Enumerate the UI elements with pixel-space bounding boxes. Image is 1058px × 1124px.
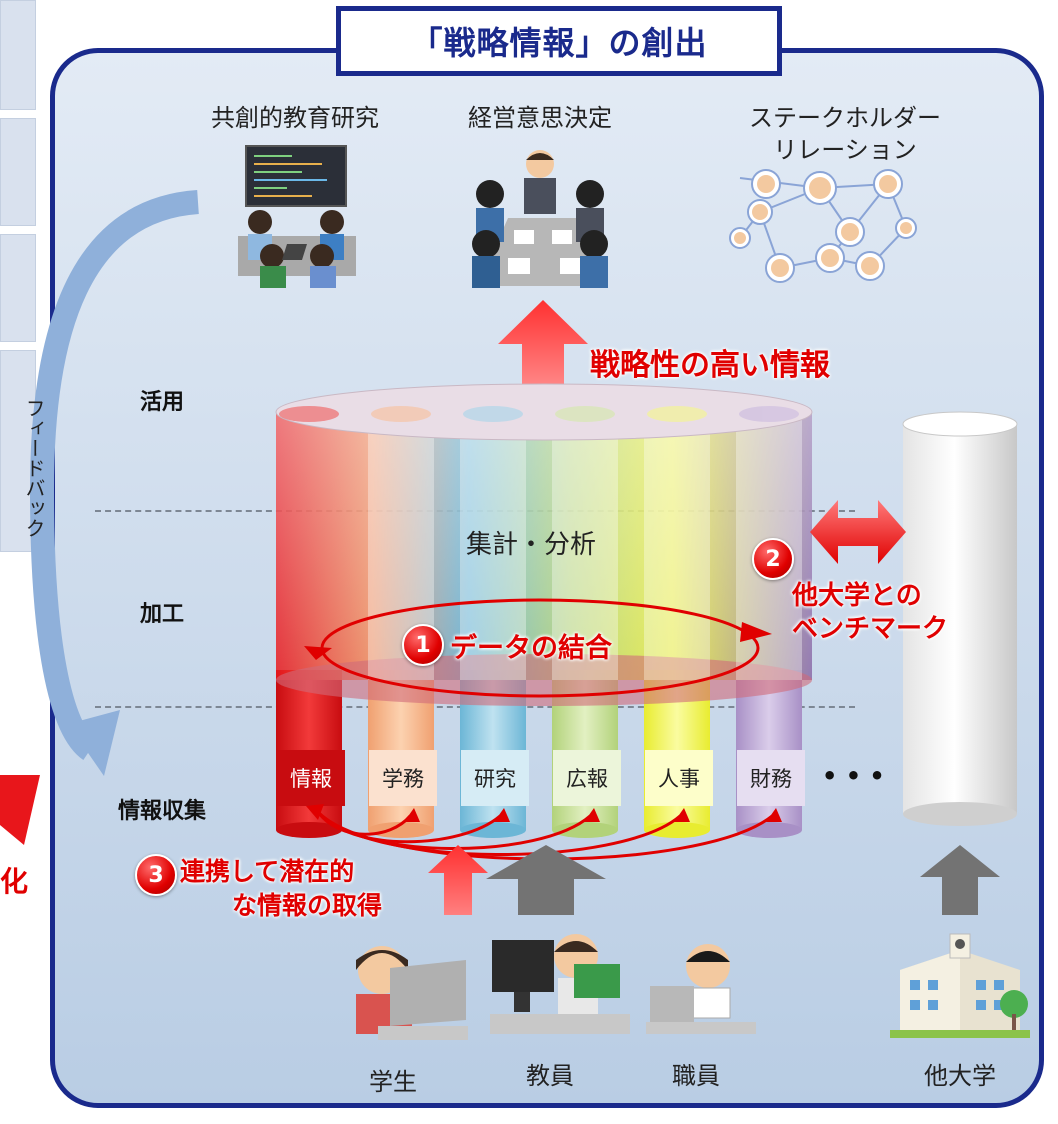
source-teacher-label: 教員 [526, 1062, 574, 1090]
other-university-illustration [890, 933, 1030, 1038]
callout-1-label: データの結合 [450, 633, 612, 664]
linking-arcs [306, 804, 782, 861]
outcome-co-creation-label: 共創的教育研究 [211, 104, 379, 132]
student-up-arrow [428, 845, 488, 915]
callout-3-badge: 3 [135, 854, 177, 896]
strategic-info-arrow [498, 300, 588, 390]
feedback-arrow [29, 190, 200, 776]
stage-use-label: 活用 [140, 390, 185, 415]
feedback-label: フィードバック [22, 398, 46, 538]
outcome-stakeholder-label-1: ステークホルダー [749, 104, 941, 132]
left-red-arrow [0, 775, 40, 845]
stakeholder-network-illustration [729, 169, 917, 283]
student-illustration [356, 946, 468, 1040]
stage-process-label: 加工 [140, 602, 185, 627]
callout-2-label-2: ベンチマーク [792, 614, 949, 644]
staff-up-arrow [486, 845, 606, 915]
category-pr-label: 広報 [553, 750, 621, 806]
callout-3-label-2: な情報の取得 [232, 891, 383, 920]
left-clipped-text: 化 [0, 865, 29, 898]
data-join-loop-arrow [304, 598, 772, 698]
callout-2-badge: 2 [752, 538, 794, 580]
source-student-label: 学生 [369, 1068, 417, 1096]
category-hr-label: 人事 [645, 750, 713, 806]
strategic-info-label: 戦略性の高い情報 [590, 348, 830, 383]
staff-illustration [646, 944, 756, 1034]
callout-1-badge: 1 [402, 624, 444, 666]
category-info-label: 情報 [277, 750, 345, 806]
callout-2-label-1: 他大学との [792, 581, 922, 611]
benchmark-double-arrow [810, 500, 906, 564]
callout-3-label-1: 連携して潜在的 [180, 857, 355, 886]
source-staff-label: 職員 [672, 1062, 720, 1090]
outcome-management-label: 経営意思決定 [468, 104, 612, 132]
other-univ-label: 他大学 [924, 1062, 996, 1090]
outcome-stakeholder-label-2: リレーション [773, 136, 917, 164]
management-illustration [472, 150, 608, 288]
other-univ-up-arrow [920, 845, 1000, 915]
other-university-cylinder [902, 411, 1018, 826]
stage-collect-label: 情報収集 [118, 799, 207, 824]
more-categories-ellipsis: • • • [822, 762, 885, 790]
aggregate-analysis-label: 集計・分析 [466, 530, 597, 560]
category-academic-label: 学務 [369, 750, 437, 806]
page-title: 「戦略情報」の創出 [336, 6, 782, 76]
teacher-illustration [490, 934, 630, 1034]
category-finance-label: 財務 [737, 750, 805, 806]
co-creation-illustration [238, 145, 356, 288]
category-research-label: 研究 [461, 750, 529, 806]
left-clipped-panel [0, 0, 42, 560]
